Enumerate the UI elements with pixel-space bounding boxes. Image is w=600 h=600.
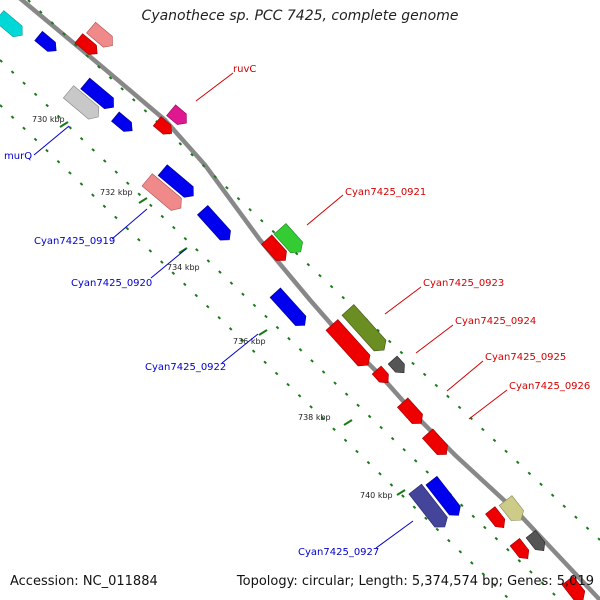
connector-0920 [150,248,187,279]
accession-text: Accession: NC_011884 [10,574,158,589]
gene-feature-gray-1[interactable] [62,85,103,123]
gene-label-cyan7425-0925[interactable]: Cyan7425_0925 [485,352,566,363]
tick-label-730: 730 kbp [32,115,65,124]
connector-0923 [384,286,422,315]
gene-feature-darkgray-0924[interactable] [387,355,408,377]
gene-feature-red-2[interactable] [152,116,175,138]
tick-label-734: 734 kbp [167,263,200,272]
connector-0926 [468,389,508,420]
tick-label-738: 738 kbp [298,413,331,422]
gene-feature-cyan[interactable] [0,10,27,41]
connector-0925 [446,360,484,392]
gene-feature-red-0925[interactable] [397,397,426,428]
genome-backbone [18,0,600,600]
gene-feature-red-7[interactable] [509,538,532,562]
connector-0922 [221,333,259,364]
gene-feature-olive-0923[interactable] [341,304,390,356]
outer-track-lower [0,59,561,600]
inner-track-lower [0,104,511,600]
gene-feature-blue-1[interactable] [34,30,60,55]
gene-feature-blue-2[interactable] [80,77,118,113]
gene-feature-red-4[interactable] [325,319,374,371]
topology-text: Topology: circular; Length: 5,374,574 bp… [236,574,594,589]
label-connectors [33,72,508,549]
gene-label-cyan7425-0926[interactable]: Cyan7425_0926 [509,381,590,392]
gene-feature-red-8[interactable] [561,575,588,600]
gene-feature-red-1[interactable] [74,33,101,59]
gene-feature-red-6[interactable] [485,506,508,532]
gene-feature-magenta-ruvc[interactable] [166,104,191,129]
gene-feature-pink-1[interactable] [86,21,117,51]
connector-0919 [111,208,148,240]
map-title: Cyanothece sp. PCC 7425, complete genome [141,8,459,24]
tick-label-732: 732 kbp [100,188,133,197]
gene-feature-red-3[interactable] [261,234,290,265]
connector-0927 [375,520,414,549]
gene-label-cyan7425-0920[interactable]: Cyan7425_0920 [71,278,152,289]
gene-label-ruvc[interactable]: ruvC [233,64,256,75]
gene-feature-green-0921[interactable] [273,223,307,257]
gene-feature-blue-5[interactable] [196,205,234,244]
gene-feature-blue-3[interactable] [111,111,136,135]
gene-label-cyan7425-0927[interactable]: Cyan7425_0927 [298,547,379,558]
gene-label-cyan7425-0924[interactable]: Cyan7425_0924 [455,316,536,327]
gene-feature-red-5[interactable] [371,365,392,387]
gene-label-cyan7425-0923[interactable]: Cyan7425_0923 [423,278,504,289]
gene-feature-slate-0927[interactable] [408,483,451,532]
gene-feature-blue-4[interactable] [157,164,198,201]
gene-feature-blue-0922[interactable] [269,287,310,330]
connector-0924 [415,324,454,354]
gene-label-cyan7425-0921[interactable]: Cyan7425_0921 [345,187,426,198]
gene-feature-pink-2[interactable] [141,173,186,215]
gene-feature-blue-6[interactable] [425,475,464,519]
gene-feature-darkgray-2[interactable] [525,530,548,554]
connector-murq [33,125,70,156]
connector-0921 [306,194,344,226]
tick-label-740: 740 kbp [360,491,393,500]
gene-label-cyan7425-0919[interactable]: Cyan7425_0919 [34,236,115,247]
outer-track-upper [27,0,600,541]
gene-label-murq[interactable]: murQ [4,151,32,162]
gene-label-cyan7425-0922[interactable]: Cyan7425_0922 [145,362,226,373]
connector-ruvc [195,72,234,102]
gene-feature-khaki[interactable] [498,495,527,526]
gene-feature-red-0926[interactable] [422,428,451,459]
gene-features [0,10,588,600]
